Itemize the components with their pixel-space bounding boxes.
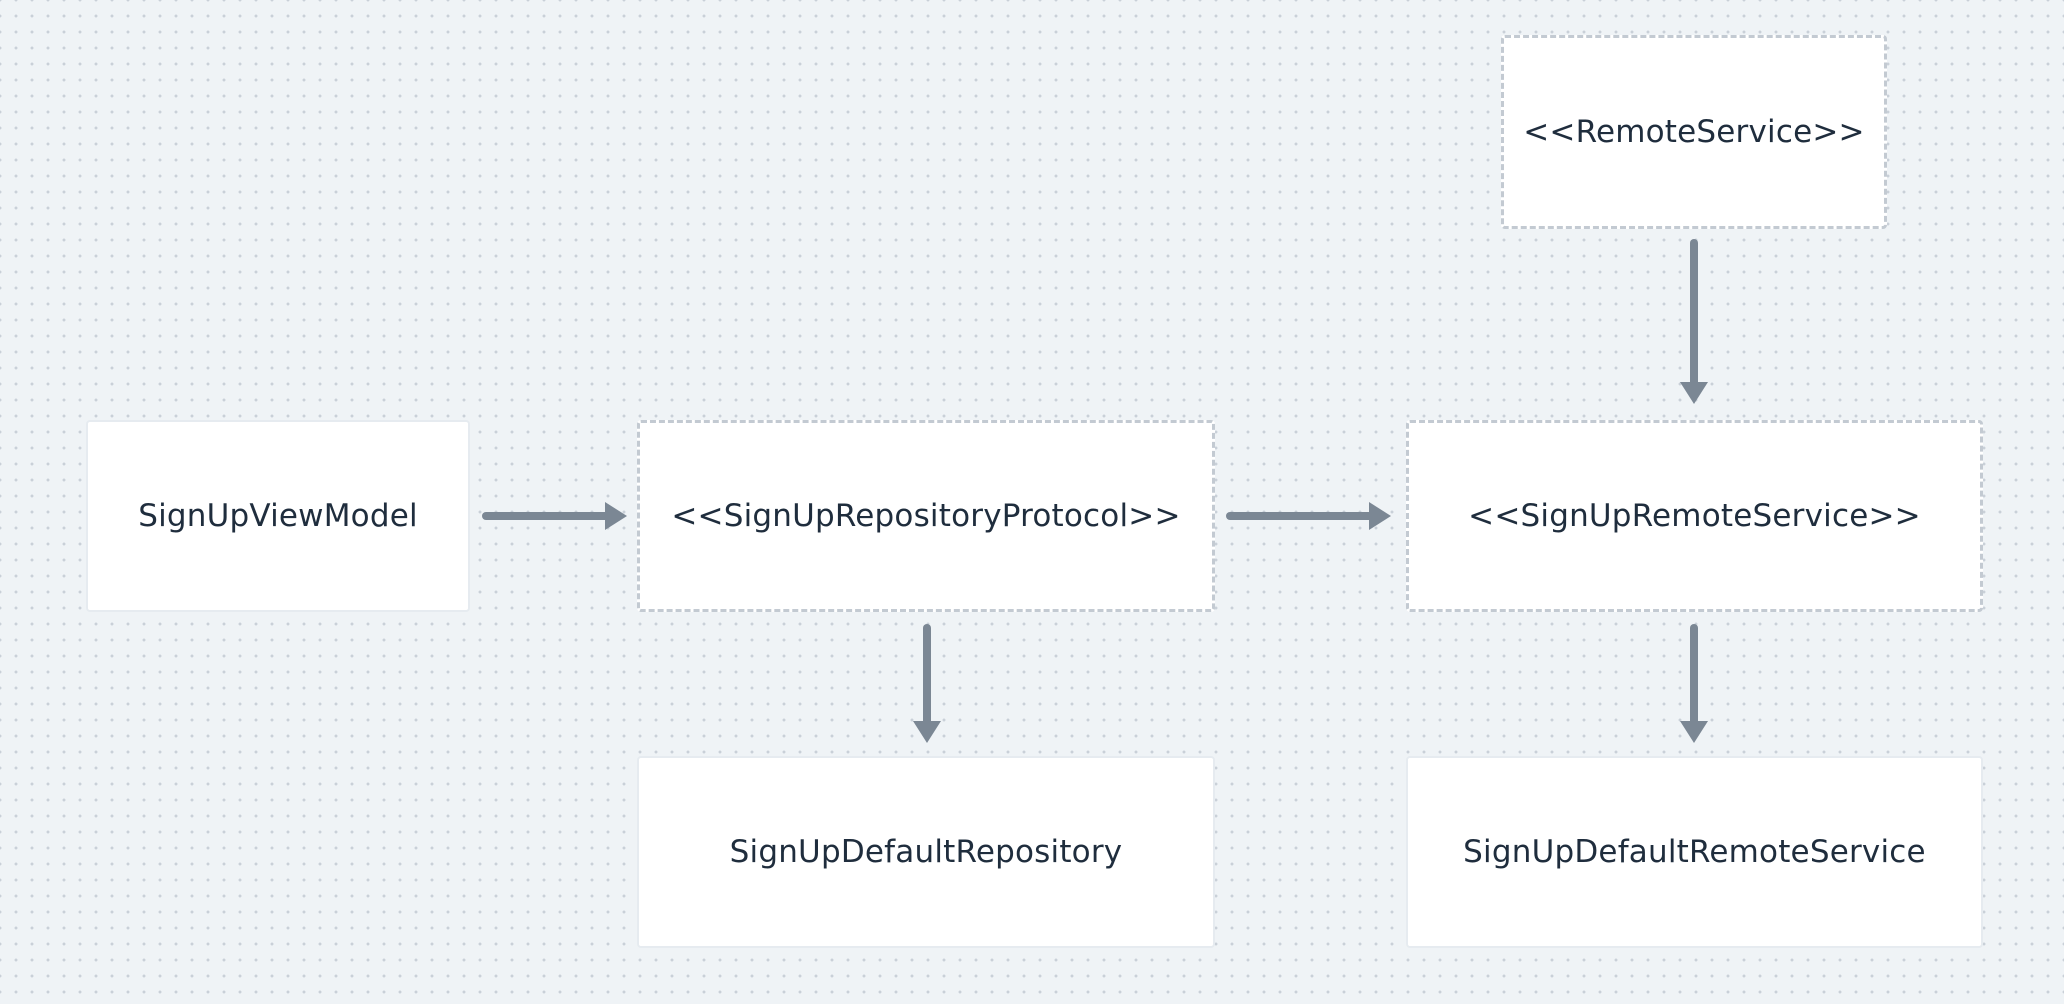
node-label: SignUpDefaultRepository bbox=[729, 834, 1123, 870]
node-label: SignUpDefaultRemoteService bbox=[1463, 834, 1926, 870]
node-label: SignUpViewModel bbox=[138, 498, 418, 534]
node-signup-default-remote-service[interactable]: SignUpDefaultRemoteService bbox=[1406, 756, 1983, 948]
node-label: <<RemoteService>> bbox=[1523, 114, 1865, 150]
node-signup-viewmodel[interactable]: SignUpViewModel bbox=[86, 420, 470, 612]
edge-viewmodel-to-repository-protocol bbox=[482, 502, 627, 530]
node-signup-remote-service-protocol[interactable]: <<SignUpRemoteService>> bbox=[1406, 420, 1983, 612]
node-signup-default-repository[interactable]: SignUpDefaultRepository bbox=[637, 756, 1215, 948]
node-label: <<SignUpRepositoryProtocol>> bbox=[671, 498, 1181, 534]
node-label: <<SignUpRemoteService>> bbox=[1468, 498, 1921, 534]
node-signup-repository-protocol[interactable]: <<SignUpRepositoryProtocol>> bbox=[637, 420, 1215, 612]
edge-remote-service-to-remote-service-protocol bbox=[1680, 239, 1708, 404]
edge-repository-protocol-to-default-repository bbox=[913, 624, 941, 743]
edge-remote-service-protocol-to-default-remote-service bbox=[1680, 624, 1708, 743]
node-remote-service-protocol[interactable]: <<RemoteService>> bbox=[1501, 35, 1887, 229]
edge-repository-protocol-to-remote-service-protocol bbox=[1226, 502, 1391, 530]
